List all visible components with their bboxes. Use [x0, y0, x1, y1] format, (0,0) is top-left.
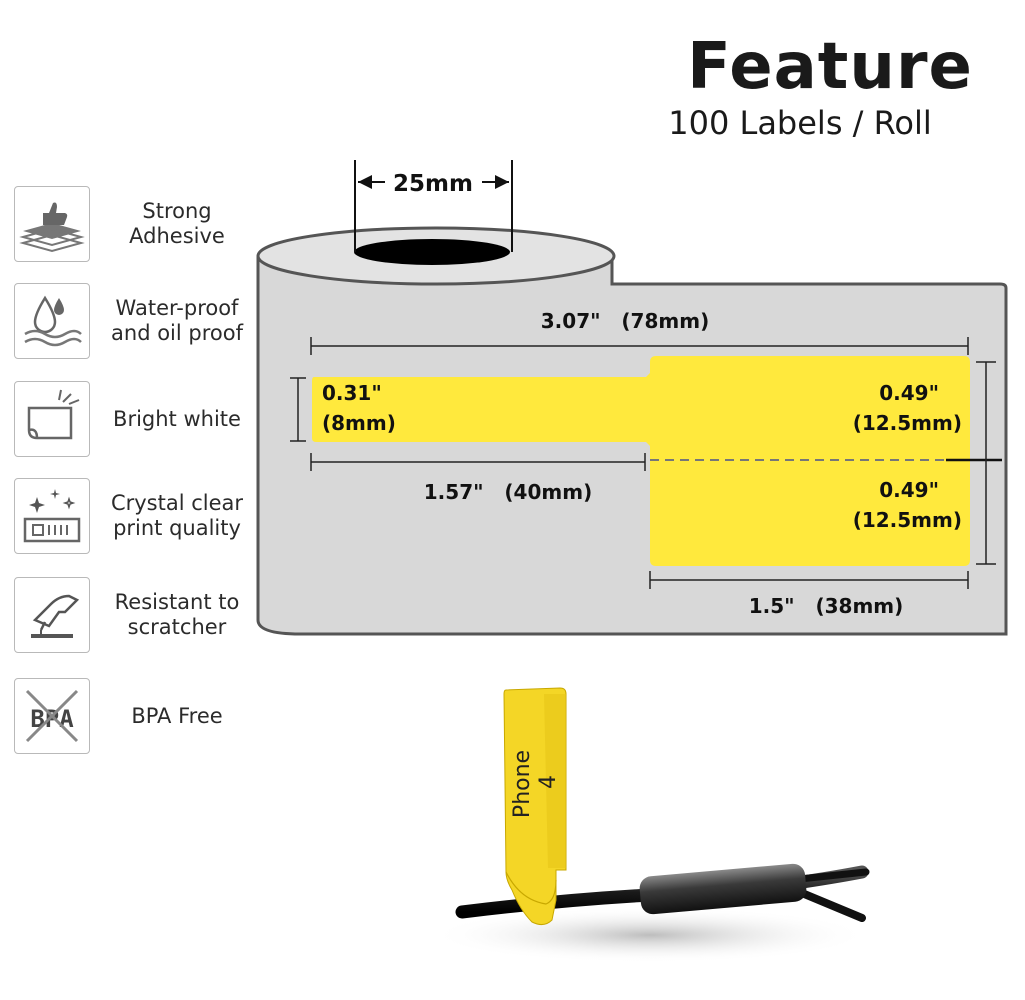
flag-label-shape	[312, 356, 970, 566]
scratch-hand-icon	[14, 577, 90, 653]
total-width-dimension: 3.07" (78mm)	[310, 309, 969, 355]
feature-strong-adhesive: Strong Adhesive	[14, 186, 249, 262]
cable-plug	[639, 863, 807, 915]
cable-label-text-line1: Phone	[510, 750, 535, 818]
flag-top-mm: (12.5mm)	[853, 411, 962, 435]
feature-label: BPA Free	[131, 703, 223, 728]
feature-bpa-free: BPA BPA Free	[14, 678, 249, 754]
feature-label: Resistant to scratcher	[114, 590, 240, 639]
feature-print-quality: Crystal clear print quality	[14, 478, 249, 554]
sparkle-print-icon	[14, 478, 90, 554]
feature-label: Water-proof and oil proof	[111, 296, 243, 345]
roll-core-hole	[354, 239, 510, 265]
water-drop-icon	[14, 283, 90, 359]
tail-length-dimension: 1.57" (40mm)	[310, 453, 646, 504]
core-width-dimension: 25mm	[354, 160, 513, 252]
flag-width-dimension: 1.5" (38mm)	[649, 571, 969, 618]
core-width-text: 25mm	[393, 171, 473, 197]
feature-label: Bright white	[113, 406, 241, 431]
flag-height-dimension: 0.49" (12.5mm) 0.49" (12.5mm)	[853, 361, 996, 565]
tail-height-mm: (8mm)	[322, 411, 396, 435]
feature-bright-white: Bright white	[14, 381, 249, 457]
flag-label	[312, 356, 1002, 566]
tail-length-text: 1.57" (40mm)	[424, 480, 592, 504]
thumbs-up-layers-icon	[14, 186, 90, 262]
flag-bottom-in: 0.49"	[879, 478, 939, 502]
flag-width-text: 1.5" (38mm)	[749, 594, 904, 618]
flag-top-in: 0.49"	[879, 381, 939, 405]
tail-height-dimension: 0.31" (8mm)	[290, 377, 396, 442]
feature-waterproof: Water-proof and oil proof	[14, 283, 249, 359]
bpa-crossed-icon: BPA	[14, 678, 90, 754]
tail-height-in: 0.31"	[322, 381, 382, 405]
flag-bottom-mm: (12.5mm)	[853, 508, 962, 532]
bright-paper-icon	[14, 381, 90, 457]
feature-label: Crystal clear print quality	[110, 491, 244, 540]
feature-scratch-resistant: Resistant to scratcher	[14, 577, 249, 653]
page-title: Feature	[687, 30, 973, 104]
page-subtitle: 100 Labels / Roll	[668, 104, 932, 142]
total-width-text: 3.07" (78mm)	[541, 309, 709, 333]
feature-label: Strong Adhesive	[129, 199, 225, 248]
cable-label-photo: Phone 4	[430, 687, 870, 963]
cable-label-text-line2: 4	[536, 775, 561, 789]
